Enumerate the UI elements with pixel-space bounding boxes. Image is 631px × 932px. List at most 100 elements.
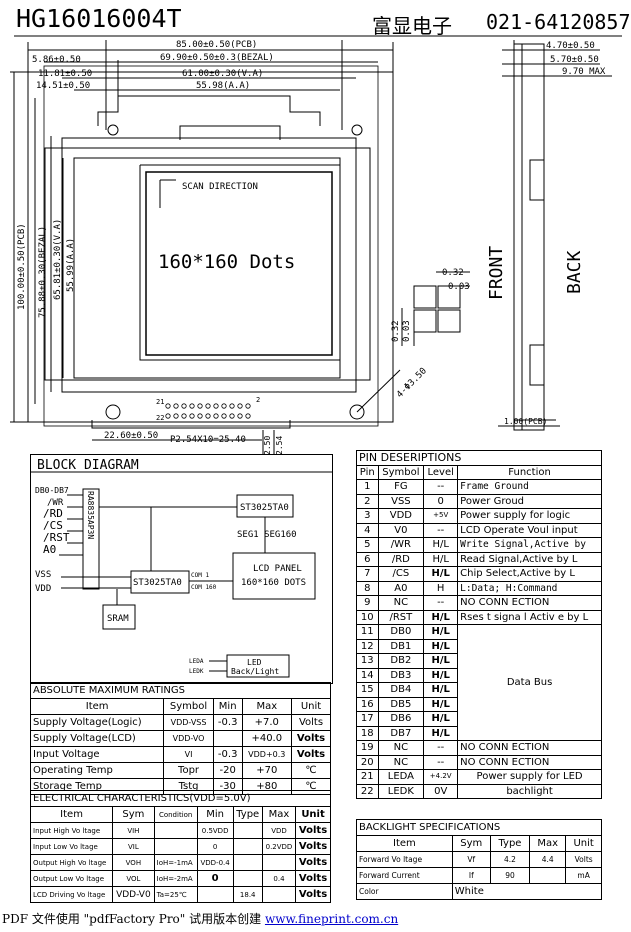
bl-sym: Vf: [451, 851, 491, 868]
input-rst: /RST: [43, 531, 70, 544]
bl-max: [529, 867, 567, 884]
pin-symbol: LEDA: [377, 769, 425, 785]
pin-level: H/L: [423, 609, 459, 625]
pin-num: 2: [356, 493, 379, 509]
bl-unit: mA: [565, 867, 602, 884]
dim-pin-pitch: P2.54X10=25.40: [170, 435, 246, 445]
pin-num: 22: [356, 783, 379, 799]
backlight-spec-table: BACKLIGHT SPECIFICATIONS Item Sym Type M…: [356, 819, 603, 900]
pin-symbol: DB2: [377, 653, 425, 669]
bl-item: Forward Vo ltage: [356, 851, 453, 868]
dim-aa-height: 55.99(A.A): [66, 238, 76, 292]
pin-num: 5: [356, 537, 379, 553]
dim-left-offset-3: 14.51±0.50: [36, 81, 90, 91]
input-a0: A0: [43, 543, 56, 556]
dim-left-offset-2: 11.81±0.50: [38, 69, 92, 79]
absolute-max-ratings-table: ABSOLUTE MAXIMUM RATINGS Item Symbol Min…: [29, 682, 331, 795]
ec-header-item: Item: [29, 806, 114, 823]
ec-min: 0: [196, 838, 234, 855]
pin-symbol: /CS: [377, 566, 425, 582]
abs-max: +40.0: [241, 730, 293, 747]
pin-symbol: DB4: [377, 682, 425, 698]
ec-header-condition: Condition: [153, 806, 198, 823]
level-col-header: Level: [423, 464, 459, 480]
dim-connector-offset: 22.60±0.50: [104, 431, 158, 441]
pin-num: 11: [356, 624, 379, 640]
vss-label: VSS: [35, 570, 51, 580]
abs-max-title: ABSOLUTE MAXIMUM RATINGS: [30, 682, 331, 699]
ec-item: Output High Vo ltage: [29, 854, 114, 871]
pin-num: 21: [356, 769, 379, 785]
dim-pcb-height: 100.00±0.50(PCB): [17, 223, 27, 310]
pin-symbol: NC: [377, 740, 425, 756]
ec-item: Input High Vo ltage: [29, 822, 114, 839]
pin-symbol: NC: [377, 754, 425, 770]
pin-num: 14: [356, 667, 379, 683]
ec-sym: VDD-V0: [112, 886, 155, 903]
pin-symbol: VDD: [377, 508, 425, 524]
dim-side-2: 5.70±0.50: [550, 55, 599, 65]
phone-number: 021-64120857: [486, 10, 631, 34]
pin-num: 10: [356, 609, 379, 625]
lcd-dots-label: 160*160 DOTS: [241, 578, 306, 588]
pin-level: H/L: [423, 638, 459, 654]
abs-symbol: VDD-VO: [163, 730, 214, 747]
pin-symbol: A0: [377, 580, 425, 596]
dots-label: 160*160 Dots: [158, 251, 295, 273]
ec-sym: VOH: [112, 854, 155, 871]
led-label: LED: [247, 658, 262, 667]
pin-function: Read Signal,Active by L: [457, 551, 602, 567]
backlight-label: Back/Light: [231, 667, 279, 676]
pin-num: 3: [356, 508, 379, 524]
abs-max: VDD+0.3: [241, 746, 293, 763]
pin-symbol: DB6: [377, 711, 425, 727]
abs-min: -0.3: [212, 746, 243, 763]
pin-function: Power Groud: [457, 493, 602, 509]
dim-connector-1: 2.50: [263, 436, 272, 455]
controller-chip: RA8835AP3N: [86, 491, 95, 539]
ec-unit: Volts: [295, 838, 331, 855]
pin-function: Chip Select,Active by L: [457, 566, 602, 582]
pin-function: Power supply for logic: [457, 508, 602, 524]
pin-col-header: Pin: [356, 464, 379, 480]
pin-num: 13: [356, 653, 379, 669]
ec-header-unit: Unit: [295, 806, 331, 823]
bl-header-item: Item: [356, 835, 453, 852]
input-rd: /RD: [43, 507, 63, 520]
ec-sym: VIH: [112, 822, 155, 839]
footer-link[interactable]: www.fineprint.com.cn: [264, 912, 399, 926]
pin-21-label: 21: [156, 398, 164, 406]
pin-function: L:Data; H:Command: [457, 580, 602, 596]
ec-type: [232, 822, 263, 839]
seg-label: SEG1 SEG160: [237, 530, 297, 540]
model-title: HG16016004T: [16, 4, 182, 33]
bl-header-type: Type: [489, 835, 531, 852]
abs-unit: Volts: [291, 746, 331, 763]
ec-max: [261, 854, 297, 871]
pin-function: NO CONN ECTION: [457, 754, 602, 770]
pin-symbol: DB1: [377, 638, 425, 654]
ec-sym: VOL: [112, 870, 155, 887]
pin-symbol: DB7: [377, 725, 425, 741]
data-bus-label: Data Bus: [457, 624, 602, 741]
dim-side-1: 4.70±0.50: [546, 41, 595, 51]
pixel-dim-2: 0.03: [448, 282, 470, 292]
pin-num: 19: [356, 740, 379, 756]
